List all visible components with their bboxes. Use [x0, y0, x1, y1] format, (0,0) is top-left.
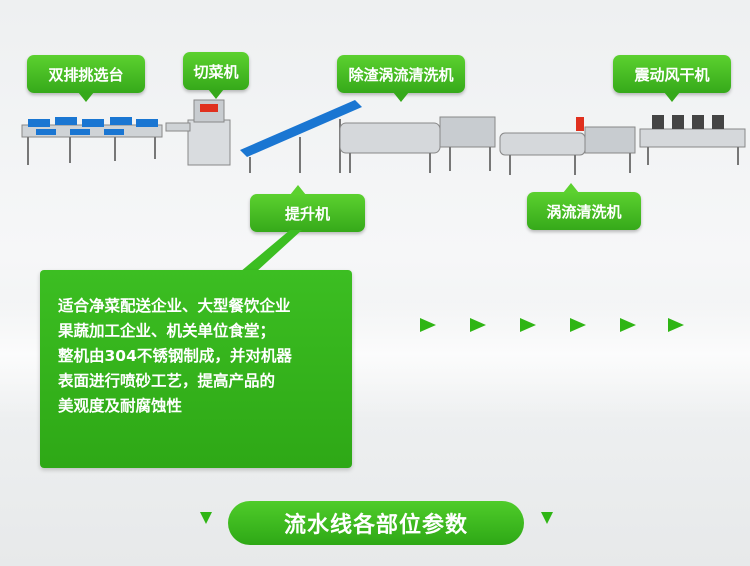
- flow-arrow-icon: [520, 318, 536, 332]
- label-dryer: 震动风干机: [613, 55, 731, 102]
- flow-arrow-icon: [470, 318, 486, 332]
- flow-arrow-icon: [420, 318, 436, 332]
- chevron-down-icon: [200, 512, 212, 524]
- residue-washer-machine: [339, 116, 496, 173]
- label-pointer: [208, 89, 224, 99]
- flow-arrow-icon: [668, 318, 684, 332]
- info-line: 表面进行喷砂工艺，提高产品的: [58, 372, 276, 390]
- label-pointer: [393, 92, 409, 102]
- label-pointer: [664, 92, 680, 102]
- label-cutter-text: 切菜机: [193, 62, 239, 81]
- info-line: 美观度及耐腐蚀性: [58, 397, 183, 415]
- label-pointer: [290, 185, 306, 195]
- label-pointer: [78, 92, 94, 102]
- flow-arrows: [0, 318, 750, 338]
- flow-arrow-icon: [620, 318, 636, 332]
- sorting-table-machine: [21, 117, 163, 165]
- info-description-box: 适合净菜配送企业、大型餐饮企业 果蔬加工企业、机关单位食堂； 整机由304不锈钢…: [40, 270, 352, 468]
- label-residue-washer-text: 除渣涡流清洗机: [348, 65, 454, 84]
- label-lifter: 提升机: [250, 185, 365, 232]
- info-line: 适合净菜配送企业、大型餐饮企业: [58, 297, 291, 315]
- cutter-machine: [165, 99, 231, 166]
- label-vortex-washer-text: 涡流清洗机: [546, 202, 622, 221]
- production-line-illustration: [21, 99, 746, 175]
- label-dryer-text: 震动风干机: [634, 65, 710, 84]
- label-sorting-table-text: 双排挑选台: [48, 65, 124, 84]
- label-vortex-washer: 涡流清洗机: [527, 183, 641, 230]
- info-line: 整机由304不锈钢制成，并对机器: [58, 347, 292, 365]
- section-title: 流水线各部位参数: [228, 501, 524, 545]
- label-residue-washer: 除渣涡流清洗机: [337, 55, 465, 102]
- info-line: 果蔬加工企业、机关单位食堂；: [58, 322, 276, 340]
- label-sorting-table: 双排挑选台: [27, 55, 145, 102]
- callout-connector: [240, 230, 302, 272]
- label-pointer: [563, 183, 579, 193]
- label-lifter-text: 提升机: [284, 204, 330, 223]
- vortex-washer-machine: [499, 117, 636, 175]
- label-cutter: 切菜机: [183, 52, 249, 99]
- dryer-machine: [639, 115, 746, 165]
- flow-arrow-icon: [570, 318, 586, 332]
- chevron-down-icon: [541, 512, 553, 524]
- section-title-text: 流水线各部位参数: [283, 513, 468, 538]
